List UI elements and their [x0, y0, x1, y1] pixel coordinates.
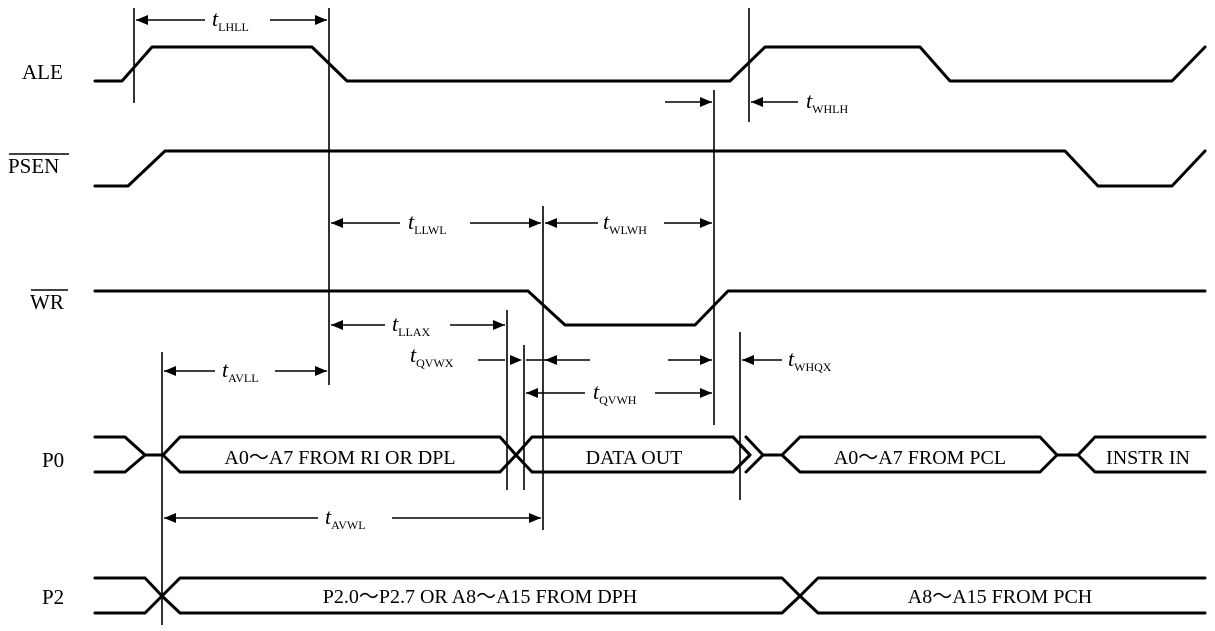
p0-addr-label: A0～A7 FROM RI OR DPL [224, 447, 455, 469]
p2-label: P2 [42, 585, 64, 609]
p0-data-label: DATA OUT [586, 447, 683, 469]
t-whlh-label: tWHLH [806, 88, 848, 116]
ale-label: ALE [22, 60, 63, 84]
t-avll-label: tAVLL [222, 357, 259, 385]
psen-waveform [93, 149, 1207, 188]
t-llax-label: tLLAX [392, 311, 430, 339]
t-whqx-label: tWHQX [788, 346, 832, 374]
p0-bus [93, 435, 1207, 474]
wr-label: WR [30, 290, 64, 314]
p0-label: P0 [42, 448, 64, 472]
p2-pch-label: A8～A15 FROM PCH [908, 586, 1092, 608]
p0-instr-label: INSTR IN [1106, 447, 1190, 469]
reference-lines [133, 8, 750, 625]
t-qvwh-label: tQVWH [593, 379, 637, 407]
t-lhll-label: tLHLL [212, 6, 249, 34]
wr-waveform [93, 289, 1207, 327]
t-llwl-label: tLLWL [408, 209, 447, 237]
p0-pcl-label: A0～A7 FROM PCL [834, 447, 1006, 469]
t-wlwh-label: tWLWH [603, 209, 647, 237]
ale-waveform [93, 45, 1207, 83]
t-qvwx-label: tQVWX [410, 342, 454, 370]
dimension-lines [136, 19, 798, 519]
arrowheads [136, 15, 763, 523]
psen-label: PSEN [8, 154, 59, 178]
t-avwl-label: tAVWL [325, 504, 366, 532]
p2-dph-label: P2.0～P2.7 OR A8～A15 FROM DPH [323, 586, 638, 608]
